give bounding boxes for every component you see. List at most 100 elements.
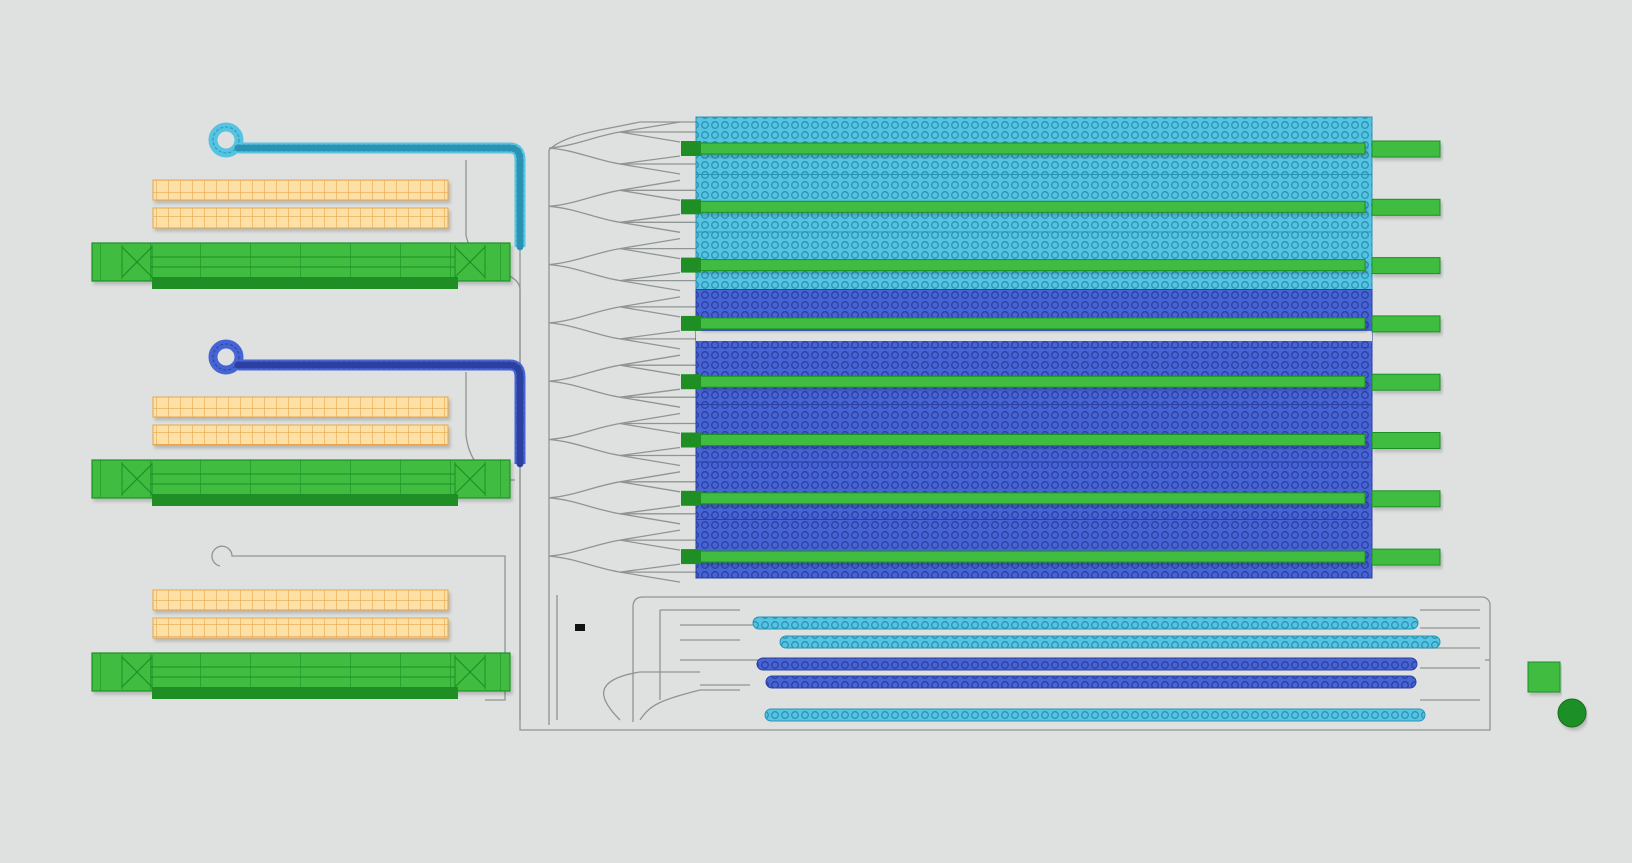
trunk-top bbox=[548, 121, 700, 151]
green-bar-left-cap bbox=[681, 199, 701, 215]
branch-down bbox=[548, 380, 700, 398]
green-bar-left-cap bbox=[681, 315, 701, 331]
lower-row-cyan bbox=[779, 635, 1441, 649]
green-block bbox=[91, 459, 511, 499]
orange-bar bbox=[152, 424, 449, 446]
lower-row-cyan bbox=[752, 616, 1419, 630]
branch-up bbox=[548, 481, 700, 499]
branch-up bbox=[548, 247, 700, 266]
lower-row-blue bbox=[765, 675, 1417, 689]
fan-lines bbox=[619, 237, 681, 292]
green-bar-right-cap bbox=[1371, 490, 1441, 508]
green-bar-left-cap bbox=[681, 490, 701, 506]
array-band-blue bbox=[695, 519, 1373, 579]
green-bar bbox=[699, 434, 1366, 446]
fan-lines bbox=[619, 179, 681, 233]
fan-lines bbox=[619, 354, 681, 408]
branch-down bbox=[548, 497, 700, 515]
green-bar-right-cap bbox=[1371, 257, 1441, 275]
outer-channel bbox=[519, 250, 1491, 731]
cross-frame bbox=[121, 655, 153, 689]
lower-feeds bbox=[659, 609, 760, 700]
bead-loop-cyan bbox=[208, 122, 526, 251]
array-band-blue bbox=[696, 341, 1372, 347]
cross-frame bbox=[121, 245, 153, 279]
cross-frame bbox=[121, 462, 153, 496]
green-bar-right-cap bbox=[1371, 315, 1441, 333]
green-block bbox=[91, 242, 511, 282]
branch-down bbox=[548, 438, 700, 457]
loop-channel-beads bbox=[234, 144, 524, 251]
cross-frame bbox=[454, 462, 486, 496]
left-module-1 bbox=[91, 122, 526, 289]
band-gap bbox=[696, 331, 1372, 341]
green-bar-left-cap bbox=[681, 374, 701, 390]
array-band-blue bbox=[695, 404, 1373, 464]
green-bar-left-cap bbox=[681, 257, 701, 273]
branch-down bbox=[548, 322, 700, 340]
bead-loop-blue bbox=[208, 339, 526, 468]
green-block-base bbox=[152, 277, 458, 289]
green-block-base bbox=[152, 687, 458, 699]
orange-bar bbox=[152, 589, 449, 611]
fan-lines bbox=[619, 529, 681, 583]
green-bar bbox=[699, 492, 1366, 505]
cross-mark bbox=[454, 656, 486, 688]
array-band-blue bbox=[695, 461, 1373, 521]
green-block-base bbox=[152, 494, 458, 506]
black-marker bbox=[575, 624, 585, 631]
green-block bbox=[91, 652, 511, 692]
green-bar bbox=[699, 317, 1366, 330]
loop-channel-beads bbox=[234, 361, 524, 468]
green-bar bbox=[699, 259, 1366, 272]
green-bar-left-cap bbox=[681, 141, 701, 156]
lower-outputs bbox=[1420, 609, 1480, 701]
module-3-loop bbox=[211, 545, 506, 701]
green-bar-right-cap bbox=[1371, 198, 1441, 216]
branch-up bbox=[548, 131, 700, 149]
lower-row-blue bbox=[756, 657, 1418, 671]
green-bar-left-cap bbox=[681, 432, 701, 448]
green-bar-right-cap bbox=[1371, 373, 1441, 391]
green-bar bbox=[699, 375, 1366, 388]
orange-bar bbox=[152, 179, 449, 201]
branch-down bbox=[548, 555, 700, 573]
cross-mark bbox=[121, 656, 153, 688]
branch-down bbox=[548, 205, 700, 223]
fan-lines bbox=[619, 296, 681, 350]
orange-bar bbox=[152, 207, 449, 229]
lower-branch bbox=[639, 689, 740, 721]
branch-up bbox=[548, 189, 700, 207]
lower-row-cyan bbox=[764, 708, 1426, 722]
green-bar bbox=[699, 200, 1366, 213]
branch-down bbox=[548, 263, 700, 282]
green-bar bbox=[699, 550, 1366, 563]
cross-mark bbox=[454, 463, 486, 495]
cross-frame bbox=[454, 245, 486, 279]
fan-lines bbox=[619, 412, 681, 467]
lower-branch bbox=[602, 671, 700, 721]
loop-ring-beads bbox=[212, 126, 240, 154]
branch-up bbox=[548, 539, 700, 557]
orange-bar bbox=[152, 396, 449, 418]
left-module-2 bbox=[91, 339, 526, 506]
fan-lines bbox=[619, 471, 681, 525]
branch-up bbox=[548, 306, 700, 324]
green-bar-left-cap bbox=[681, 549, 701, 565]
orange-bar bbox=[152, 617, 449, 639]
branch-up bbox=[548, 364, 700, 382]
branch-down bbox=[548, 147, 700, 165]
component-layer bbox=[91, 116, 1587, 728]
circle-node bbox=[1557, 698, 1587, 728]
square-node bbox=[1527, 661, 1561, 693]
fan-lines bbox=[619, 121, 681, 175]
cross-mark bbox=[121, 246, 153, 278]
green-bar-right-cap bbox=[1371, 140, 1441, 158]
cross-mark bbox=[121, 463, 153, 495]
green-bar-right-cap bbox=[1371, 548, 1441, 566]
cross-frame bbox=[454, 655, 486, 689]
loop-ring-beads bbox=[212, 343, 240, 371]
branch-up bbox=[548, 422, 700, 441]
